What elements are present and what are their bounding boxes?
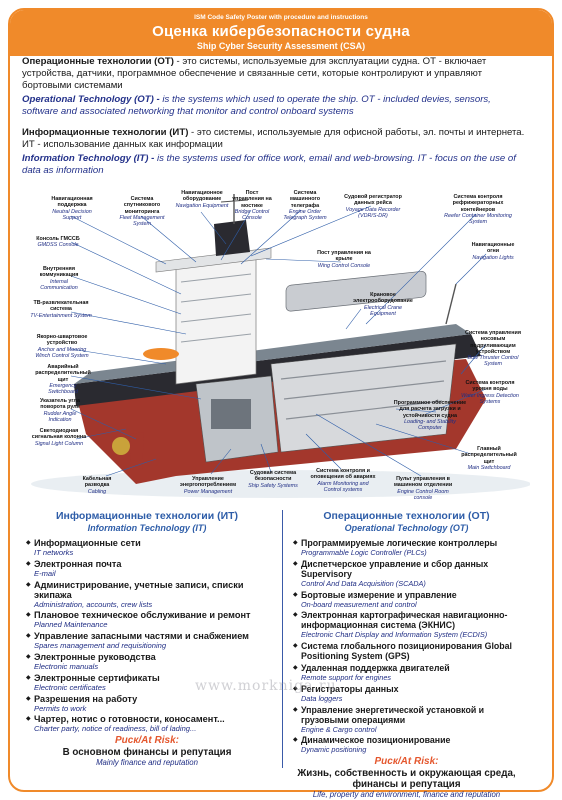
ot-text-ru: - это системы, используемые для эксплуат… bbox=[22, 56, 487, 91]
list-item: Электронная картографическая навигационн… bbox=[293, 610, 530, 639]
it-definition-en: Information Technology (IT) - is the sys… bbox=[22, 153, 527, 177]
it-risk-ru: В основном финансы и репутация bbox=[62, 747, 232, 759]
cargo-tank-lines bbox=[280, 360, 447, 420]
list-item: Чартер, нотис о готовности, коносамент..… bbox=[26, 714, 278, 733]
ot-heading-ru: Операционные технологии (ОТ) bbox=[323, 510, 490, 522]
watermark: www.morkniga.ru bbox=[195, 678, 337, 694]
it-term-en: Information Technology (IT) - bbox=[22, 153, 155, 164]
it-risk-en: Mainly finance and reputation bbox=[96, 758, 198, 768]
list-item: Администрирование, учетные записи, списк… bbox=[26, 580, 278, 609]
it-heading: Информационные технологии (ИТ) Informati… bbox=[16, 510, 278, 534]
label-alarm-monitoring: Система контроля и оповещения об авариях… bbox=[310, 468, 376, 493]
ot-term-en: Operational Technology (OT) - bbox=[22, 94, 160, 105]
it-text-en: is the systems used for office work, ema… bbox=[22, 153, 516, 176]
label-reefer-container-monitoring: Система контроля рефрижераторных контейн… bbox=[444, 194, 512, 226]
it-ot-comparison: Информационные технологии (ИТ) Informati… bbox=[16, 510, 530, 799]
rudder bbox=[130, 432, 144, 470]
ot-risk-label: Риск/At Risk: bbox=[374, 756, 439, 768]
list-item: Управление энергетической установкой и г… bbox=[293, 705, 530, 734]
ot-risk-en: Life, property and environment, finance … bbox=[312, 790, 501, 800]
it-definition-ru: Информационные технологии (ИТ) - это сис… bbox=[22, 127, 527, 151]
list-item: Бортовые измерение и управлениеOn-board … bbox=[293, 590, 530, 609]
label-bow-thruster-control: Система управления носовым подруливающим… bbox=[464, 330, 522, 368]
poster-header: ISM Code Safety Poster with procedure an… bbox=[10, 10, 552, 56]
it-text-ru: - это системы, используемые для офисной … bbox=[22, 127, 525, 150]
header-top-line: ISM Code Safety Poster with procedure an… bbox=[194, 14, 368, 21]
list-item: Управление запасными частями и снабжение… bbox=[26, 631, 278, 650]
page-title: Оценка кибербезопасности судна bbox=[152, 23, 410, 40]
it-term-ru: Информационные технологии (ИТ) bbox=[22, 127, 189, 138]
label-loading-stability-computer: Программное обеспечение для расчета загр… bbox=[393, 400, 467, 432]
deck-tanks bbox=[285, 271, 427, 312]
ship-illustration bbox=[31, 194, 530, 498]
bow-mast bbox=[445, 283, 457, 325]
hull-section-cutaway bbox=[270, 343, 457, 453]
main-deck bbox=[74, 324, 471, 384]
it-risk: Риск/At Risk: В основном финансы и репут… bbox=[16, 735, 278, 767]
ot-heading-en: Operational Technology (OT) bbox=[344, 523, 469, 533]
list-item: Плановое техническое обслуживание и ремо… bbox=[26, 610, 278, 629]
list-item: Система глобального позиционирования Glo… bbox=[293, 641, 530, 661]
ot-term-ru: Операционные технологии (ОТ) bbox=[22, 56, 174, 67]
list-item: Диспетчерское управление и сбор данных S… bbox=[293, 559, 530, 588]
main-engine bbox=[211, 399, 251, 429]
lifeboat bbox=[143, 348, 179, 360]
ot-list: Программируемые логические контроллерыPr… bbox=[283, 538, 530, 754]
ot-risk: Риск/At Risk: Жизнь, собственность и окр… bbox=[283, 756, 530, 799]
propeller bbox=[112, 437, 130, 455]
superstructure-windows bbox=[180, 273, 252, 343]
it-risk-label: Риск/At Risk: bbox=[115, 735, 179, 747]
ot-definition-ru: Операционные технологии (ОТ) - это систе… bbox=[22, 56, 527, 92]
ot-heading: Операционные технологии (ОТ) Operational… bbox=[283, 510, 530, 534]
ot-definition-en: Operational Technology (OT) - is the sys… bbox=[22, 94, 527, 118]
it-heading-en: Information Technology (IT) bbox=[87, 523, 207, 533]
list-item: Программируемые логические контроллерыPr… bbox=[293, 538, 530, 557]
it-heading-ru: Информационные технологии (ИТ) bbox=[55, 510, 239, 522]
page-subtitle: Ship Cyber Security Assessment (CSA) bbox=[196, 41, 366, 51]
leader-lines bbox=[70, 205, 487, 477]
it-column: Информационные технологии (ИТ) Informati… bbox=[16, 510, 278, 768]
ot-text-en: is the systems which used to operate the… bbox=[22, 94, 491, 117]
funnel bbox=[214, 220, 250, 256]
ot-column: Операционные технологии (ОТ) Operational… bbox=[282, 510, 530, 799]
ot-risk-ru: Жизнь, собственность и окружающая среда,… bbox=[297, 768, 516, 791]
mast-yard bbox=[220, 199, 249, 203]
intro-definitions: Операционные технологии (ОТ) - это систе… bbox=[22, 56, 527, 186]
